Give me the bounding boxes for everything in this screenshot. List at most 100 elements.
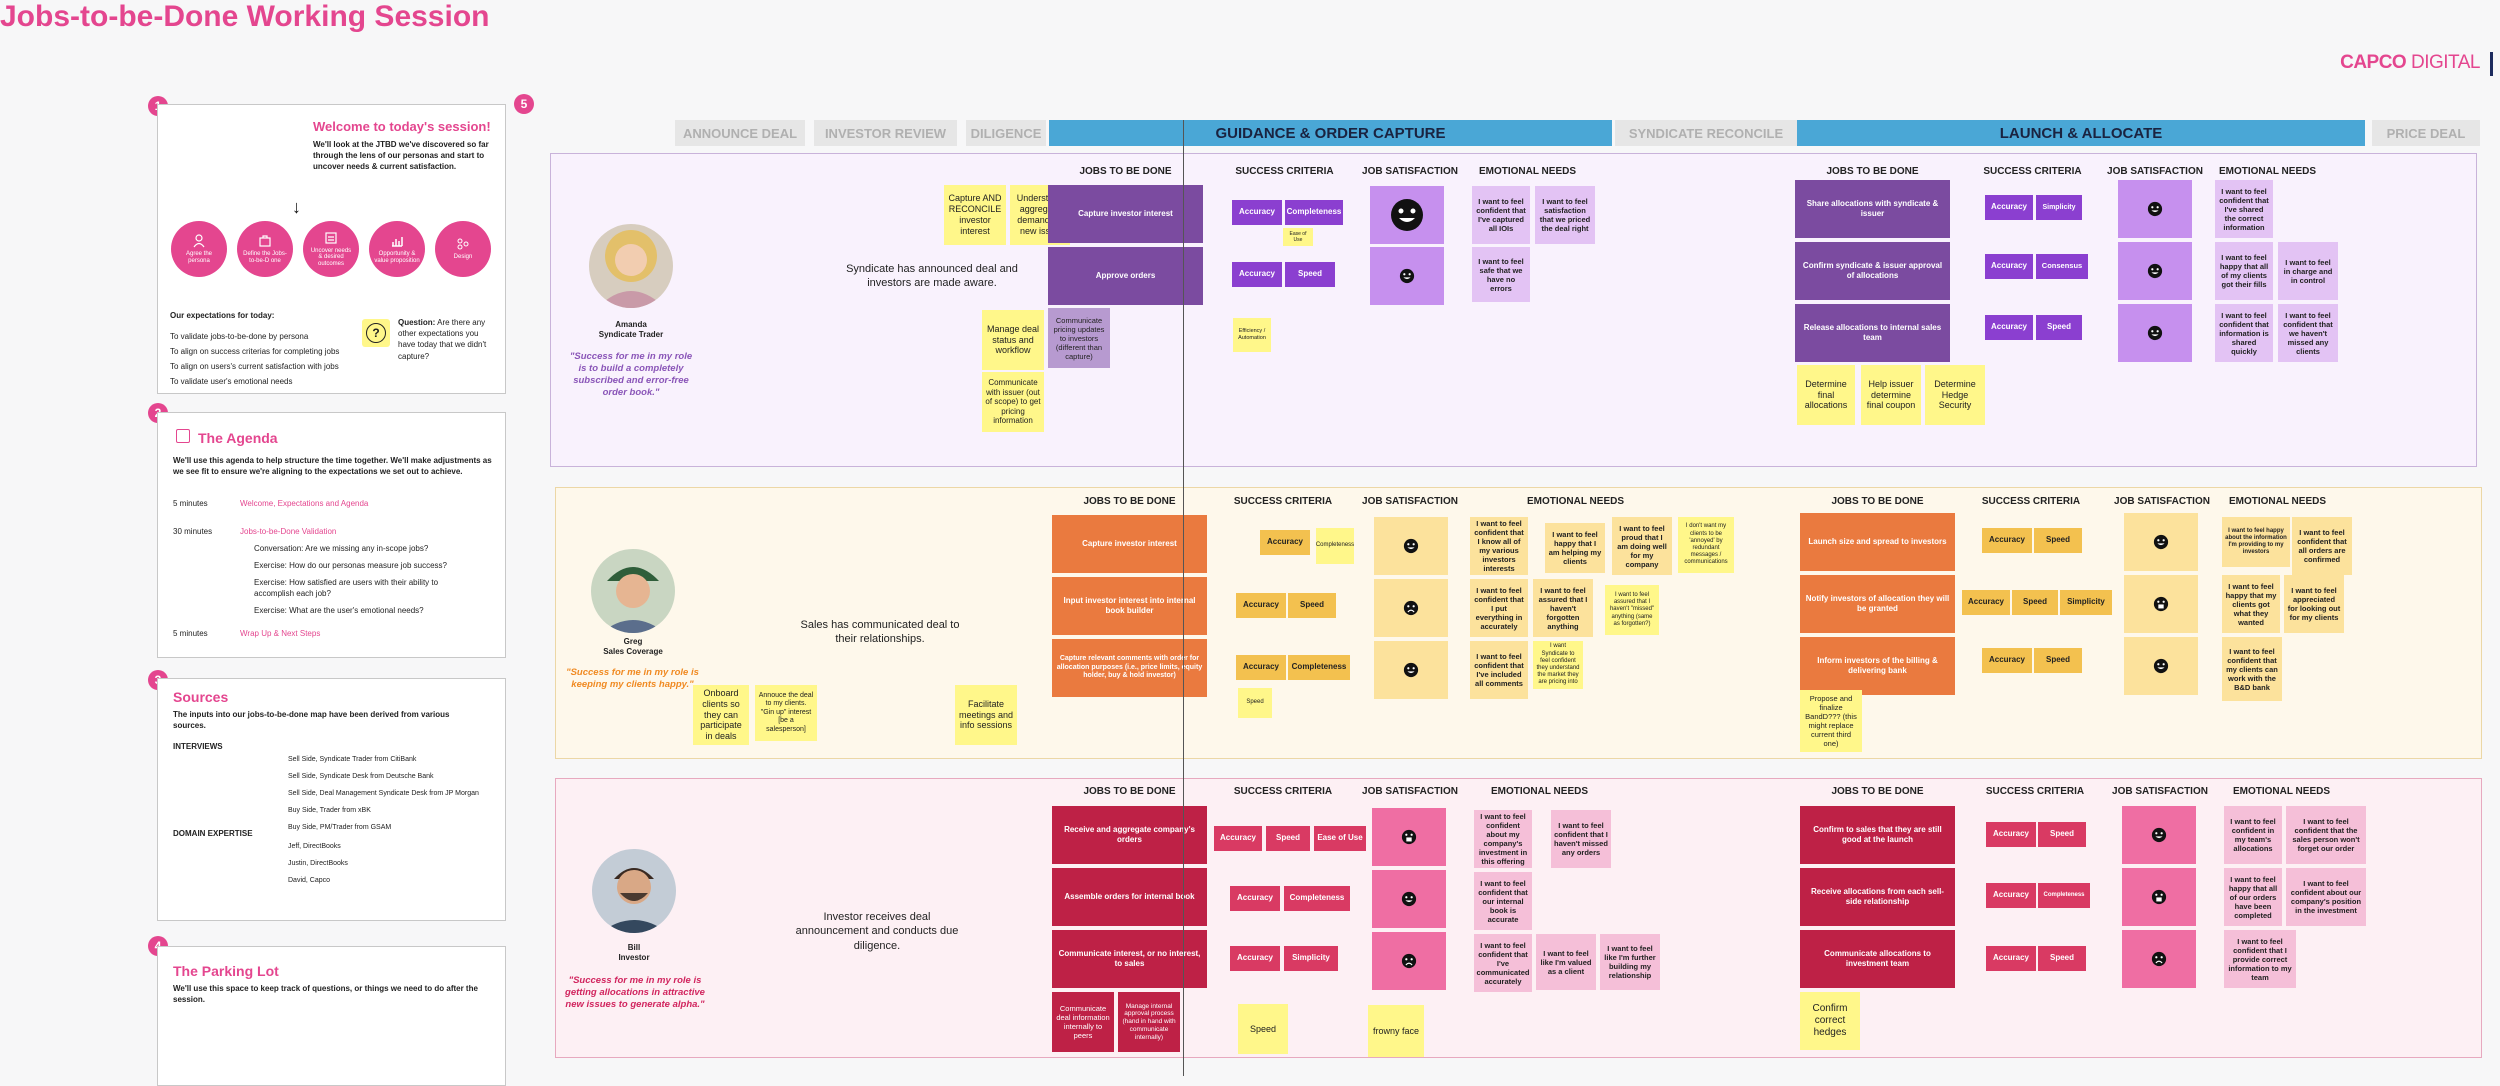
criteria-chip[interactable]: Accuracy bbox=[1962, 590, 2010, 615]
sticky-note[interactable]: Help issuer determine final coupon bbox=[1861, 365, 1921, 425]
emotional-need[interactable]: I want to feel confident that I haven't … bbox=[1551, 810, 1611, 868]
criteria-chip[interactable]: Accuracy bbox=[1982, 528, 2032, 553]
criteria-chip[interactable]: Ease of Use bbox=[1314, 826, 1366, 851]
criteria-chip[interactable]: Completeness bbox=[1284, 886, 1350, 911]
criteria-chip[interactable]: Accuracy bbox=[1236, 593, 1286, 618]
job-card[interactable]: Notify investors of allocation they will… bbox=[1800, 575, 1955, 633]
emotional-need[interactable]: I want to feel confident about our compa… bbox=[2286, 868, 2366, 926]
job-note[interactable]: Manage internal approval process (hand i… bbox=[1118, 992, 1180, 1052]
criteria-chip[interactable]: Accuracy bbox=[1230, 946, 1280, 971]
emotional-need[interactable]: I want to feel confident that the sales … bbox=[2286, 806, 2366, 864]
emotional-need[interactable]: I want to feel like I'm further building… bbox=[1600, 934, 1660, 990]
criteria-chip[interactable]: Speed bbox=[2038, 946, 2086, 971]
criteria-chip[interactable]: Completeness bbox=[1285, 200, 1343, 225]
criteria-chip[interactable]: Accuracy bbox=[1232, 200, 1282, 225]
criteria-chip[interactable]: Completeness bbox=[2038, 883, 2090, 908]
sticky-note[interactable]: Manage deal status and workflow bbox=[982, 310, 1044, 370]
job-card[interactable]: Capture investor interest bbox=[1048, 185, 1203, 243]
criteria-chip[interactable]: Speed bbox=[1266, 826, 1310, 851]
job-card[interactable]: Release allocations to internal sales te… bbox=[1795, 304, 1950, 362]
job-card[interactable]: Input investor interest into internal bo… bbox=[1052, 577, 1207, 635]
criteria-chip[interactable]: Accuracy bbox=[1232, 262, 1282, 287]
criteria-chip[interactable]: Simplicity bbox=[2060, 590, 2112, 615]
emotional-need[interactable]: I want to feel appreciated for looking o… bbox=[2284, 575, 2344, 633]
emotional-need[interactable]: I want to feel assured that I haven't "m… bbox=[1605, 585, 1659, 635]
emotional-need[interactable]: I want to feel confident that my clients… bbox=[2222, 637, 2282, 701]
criteria-note[interactable]: Completeness bbox=[1316, 528, 1354, 564]
sticky-note[interactable]: Onboard clients so they can participate … bbox=[693, 685, 749, 745]
emotional-need[interactable]: I want to feel safe that we have no erro… bbox=[1472, 247, 1530, 302]
stage-guidance-order-capture[interactable]: GUIDANCE & ORDER CAPTURE bbox=[1049, 120, 1612, 146]
emotional-need[interactable]: I want to feel assured that I haven't fo… bbox=[1533, 579, 1593, 637]
sticky-note[interactable]: Facilitate meetings and info sessions bbox=[955, 685, 1017, 745]
emotional-need[interactable]: I want Syndicate to feel confident they … bbox=[1533, 641, 1583, 689]
criteria-chip[interactable]: Speed bbox=[2036, 315, 2082, 340]
sticky-note[interactable]: Confirm correct hedges bbox=[1800, 992, 1860, 1050]
job-card[interactable]: Confirm to sales that they are still goo… bbox=[1800, 806, 1955, 864]
emotional-need[interactable]: I want to feel confident that I've captu… bbox=[1472, 186, 1530, 244]
emotional-need[interactable]: I want to feel like I'm valued as a clie… bbox=[1536, 934, 1596, 990]
job-card[interactable]: Communicate allocations to investment te… bbox=[1800, 930, 1955, 988]
emotional-need[interactable]: I want to feel happy that my clients got… bbox=[2222, 575, 2280, 633]
emotional-need[interactable]: I want to feel confident that I put ever… bbox=[1470, 579, 1528, 637]
criteria-chip[interactable]: Speed bbox=[2034, 528, 2082, 553]
emotional-need[interactable]: I want to feel confident that informatio… bbox=[2215, 304, 2273, 362]
emotional-need[interactable]: I want to feel happy that I am helping m… bbox=[1545, 523, 1605, 573]
stage-price-deal[interactable]: PRICE DEAL bbox=[2372, 120, 2480, 146]
stage-syndicate-reconcile[interactable]: SYNDICATE RECONCILE bbox=[1615, 120, 1797, 146]
sticky-note[interactable]: Determine Hedge Security bbox=[1925, 365, 1985, 425]
emotional-need[interactable]: I want to feel confident that our intern… bbox=[1474, 872, 1532, 930]
emotional-need[interactable]: I want to feel happy that all of my clie… bbox=[2215, 242, 2273, 300]
sticky-note[interactable]: Propose and finalize BandD??? (this migh… bbox=[1800, 690, 1862, 752]
sticky-note[interactable]: Communicate with issuer (out of scope) t… bbox=[982, 372, 1044, 432]
criteria-chip[interactable]: Speed bbox=[1288, 593, 1336, 618]
sticky-note[interactable]: Determine final allocations bbox=[1797, 365, 1855, 425]
job-card[interactable]: Confirm syndicate & issuer approval of a… bbox=[1795, 242, 1950, 300]
criteria-chip[interactable]: Accuracy bbox=[1230, 886, 1280, 911]
emotional-need[interactable]: I want to feel satisfaction that we pric… bbox=[1535, 186, 1595, 244]
emotional-need[interactable]: I want to feel confident that I've commu… bbox=[1474, 934, 1532, 992]
emotional-need[interactable]: I want to feel confident that I've share… bbox=[2215, 180, 2273, 238]
criteria-note[interactable]: Ease of Use bbox=[1283, 228, 1313, 246]
face-note[interactable]: frowny face bbox=[1368, 1005, 1424, 1057]
criteria-chip[interactable]: Accuracy bbox=[1214, 826, 1262, 851]
criteria-chip[interactable]: Accuracy bbox=[1236, 655, 1286, 680]
emotional-need[interactable]: I don't want my clients to be 'annoyed' … bbox=[1678, 517, 1734, 573]
sticky-note[interactable]: Annouce the deal to my clients. "Gin up"… bbox=[755, 685, 817, 741]
stage-launch-allocate[interactable]: LAUNCH & ALLOCATE bbox=[1797, 120, 2365, 146]
emotional-need[interactable]: I want to feel happy that all of our ord… bbox=[2224, 868, 2282, 926]
job-card[interactable]: Capture relevant comments with order for… bbox=[1052, 639, 1207, 697]
criteria-note[interactable]: Speed bbox=[1238, 1004, 1288, 1054]
job-card[interactable]: Inform investors of the billing & delive… bbox=[1800, 637, 1955, 695]
stage-investor-review[interactable]: INVESTOR REVIEW bbox=[814, 120, 957, 146]
emotional-need[interactable]: I want to feel confident that I know all… bbox=[1470, 517, 1528, 575]
criteria-chip[interactable]: Accuracy bbox=[1985, 315, 2033, 340]
emotional-need[interactable]: I want to feel confident in my team's al… bbox=[2224, 806, 2282, 864]
job-card[interactable]: Approve orders bbox=[1048, 247, 1203, 305]
criteria-note[interactable]: Speed bbox=[1238, 688, 1272, 718]
job-card[interactable]: Assemble orders for internal book bbox=[1052, 868, 1207, 926]
criteria-chip[interactable]: Speed bbox=[1285, 262, 1335, 287]
emotional-need[interactable]: I want to feel confident that we haven't… bbox=[2278, 304, 2338, 362]
emotional-need[interactable]: I want to feel confident that I've inclu… bbox=[1470, 641, 1528, 699]
criteria-chip[interactable]: Accuracy bbox=[1982, 648, 2032, 673]
stage-diligence[interactable]: DILIGENCE bbox=[966, 120, 1046, 146]
criteria-chip[interactable]: Accuracy bbox=[1986, 822, 2036, 847]
emotional-need[interactable]: I want to feel confident about my compan… bbox=[1474, 810, 1532, 868]
criteria-chip[interactable]: Simplicity bbox=[2036, 195, 2082, 220]
criteria-chip[interactable]: Consensus bbox=[2036, 254, 2088, 279]
criteria-chip[interactable]: Accuracy bbox=[1985, 254, 2033, 279]
job-card[interactable]: Communicate interest, or no interest, to… bbox=[1052, 930, 1207, 988]
criteria-chip[interactable]: Accuracy bbox=[1985, 195, 2033, 220]
criteria-chip[interactable]: Accuracy bbox=[1986, 946, 2036, 971]
emotional-need[interactable]: I want to feel in charge and in control bbox=[2278, 242, 2338, 300]
job-card[interactable]: Receive and aggregate company's orders bbox=[1052, 806, 1207, 864]
job-note[interactable]: Communicate pricing updates to investors… bbox=[1048, 308, 1110, 368]
emotional-need[interactable]: I want to feel confident that all orders… bbox=[2292, 517, 2352, 575]
emotional-need[interactable]: I want to feel proud that I am doing wel… bbox=[1612, 517, 1672, 575]
job-card[interactable]: Share allocations with syndicate & issue… bbox=[1795, 180, 1950, 238]
criteria-chip[interactable]: Accuracy bbox=[1986, 883, 2036, 908]
emotional-need[interactable]: I want to feel confident that I provide … bbox=[2224, 930, 2296, 988]
criteria-chip[interactable]: Speed bbox=[2034, 648, 2082, 673]
criteria-chip[interactable]: Simplicity bbox=[1284, 946, 1338, 971]
